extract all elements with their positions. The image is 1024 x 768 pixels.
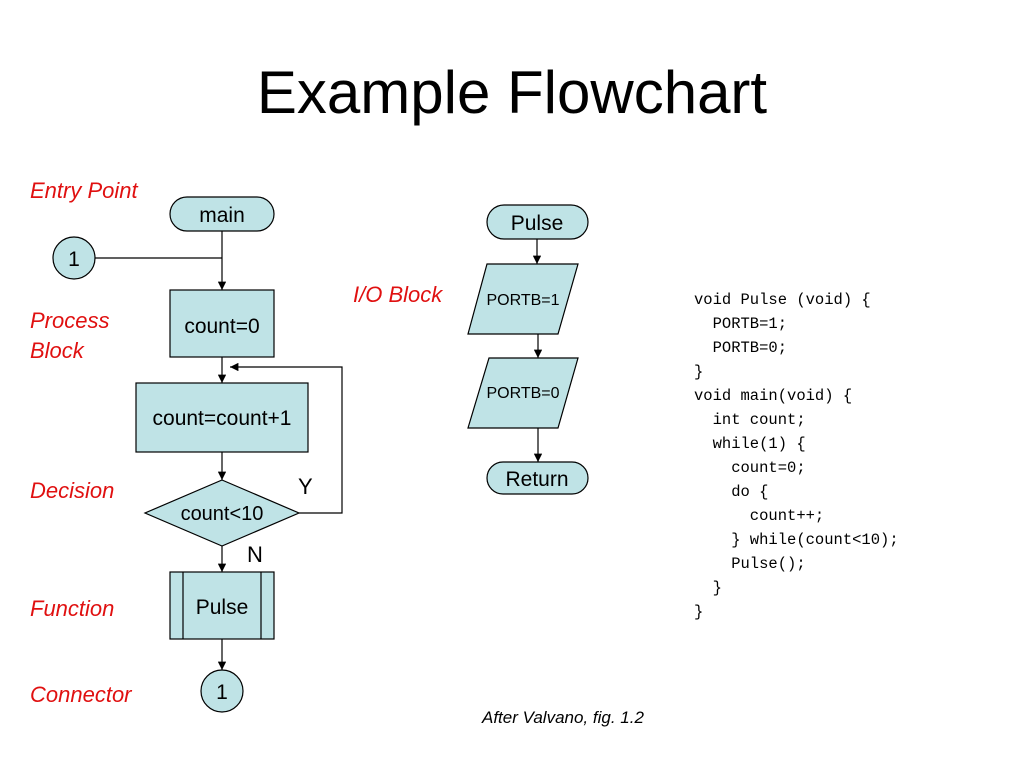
return-terminal: Return bbox=[486, 461, 589, 495]
increment-process-box: count=count+1 bbox=[135, 382, 309, 453]
arrow-loop-back bbox=[230, 362, 343, 514]
io2-parallelogram: PORTB=0 bbox=[467, 357, 579, 429]
process-block-label-line2: Block bbox=[30, 338, 84, 363]
pulse-start-text: Pulse bbox=[511, 212, 564, 235]
connector-label: Connector bbox=[30, 682, 132, 707]
pulse-function-call-box: Pulse bbox=[169, 571, 275, 640]
io2-text: PORTB=0 bbox=[486, 385, 559, 402]
decision-text: count<10 bbox=[181, 503, 264, 525]
code-line: void main(void) { bbox=[694, 387, 853, 405]
entry-point-label: Entry Point bbox=[30, 178, 138, 203]
decision-label: Decision bbox=[30, 478, 115, 503]
code-line: count=0; bbox=[694, 459, 806, 477]
main-start-terminal: main bbox=[169, 196, 275, 232]
code-line: } while(count<10); bbox=[694, 531, 899, 549]
code-line: int count; bbox=[694, 411, 806, 429]
decision-no-label: N bbox=[247, 542, 263, 567]
code-line: PORTB=0; bbox=[694, 339, 788, 357]
decision-yes-label: Y bbox=[298, 474, 313, 499]
code-line: count++; bbox=[694, 507, 825, 525]
figure-caption: After Valvano, fig. 1.2 bbox=[482, 708, 644, 727]
return-text: Return bbox=[505, 468, 568, 491]
page-title: Example Flowchart bbox=[256, 59, 768, 126]
entry-connector-text: 1 bbox=[68, 248, 80, 271]
code-line: while(1) { bbox=[694, 435, 806, 453]
io-block-label: I/O Block bbox=[353, 282, 443, 307]
function-label: Function bbox=[30, 596, 115, 621]
entry-connector: 1 bbox=[52, 236, 96, 280]
io1-text: PORTB=1 bbox=[486, 292, 559, 309]
code-line: } bbox=[694, 603, 704, 621]
pulse-start-terminal: Pulse bbox=[486, 204, 589, 240]
decision-diamond: count<10 bbox=[143, 479, 301, 547]
code-line: PORTB=1; bbox=[694, 315, 788, 333]
code-line: } bbox=[694, 579, 722, 597]
pulse-call-text: Pulse bbox=[196, 596, 249, 619]
init-process-text: count=0 bbox=[184, 315, 259, 338]
code-line: void Pulse (void) { bbox=[694, 291, 871, 309]
init-process-box: count=0 bbox=[169, 289, 275, 358]
main-start-text: main bbox=[199, 204, 245, 227]
code-line: Pulse(); bbox=[694, 555, 806, 573]
code-line: do { bbox=[694, 483, 769, 501]
code-line: } bbox=[694, 363, 704, 381]
increment-process-text: count=count+1 bbox=[153, 407, 292, 430]
process-block-label-line1: Process bbox=[30, 308, 110, 333]
exit-connector: 1 bbox=[200, 669, 244, 713]
exit-connector-text: 1 bbox=[216, 681, 228, 704]
io1-parallelogram: PORTB=1 bbox=[467, 263, 579, 335]
source-code-block: void Pulse (void) { PORTB=1; PORTB=0;} vo… bbox=[694, 288, 899, 624]
